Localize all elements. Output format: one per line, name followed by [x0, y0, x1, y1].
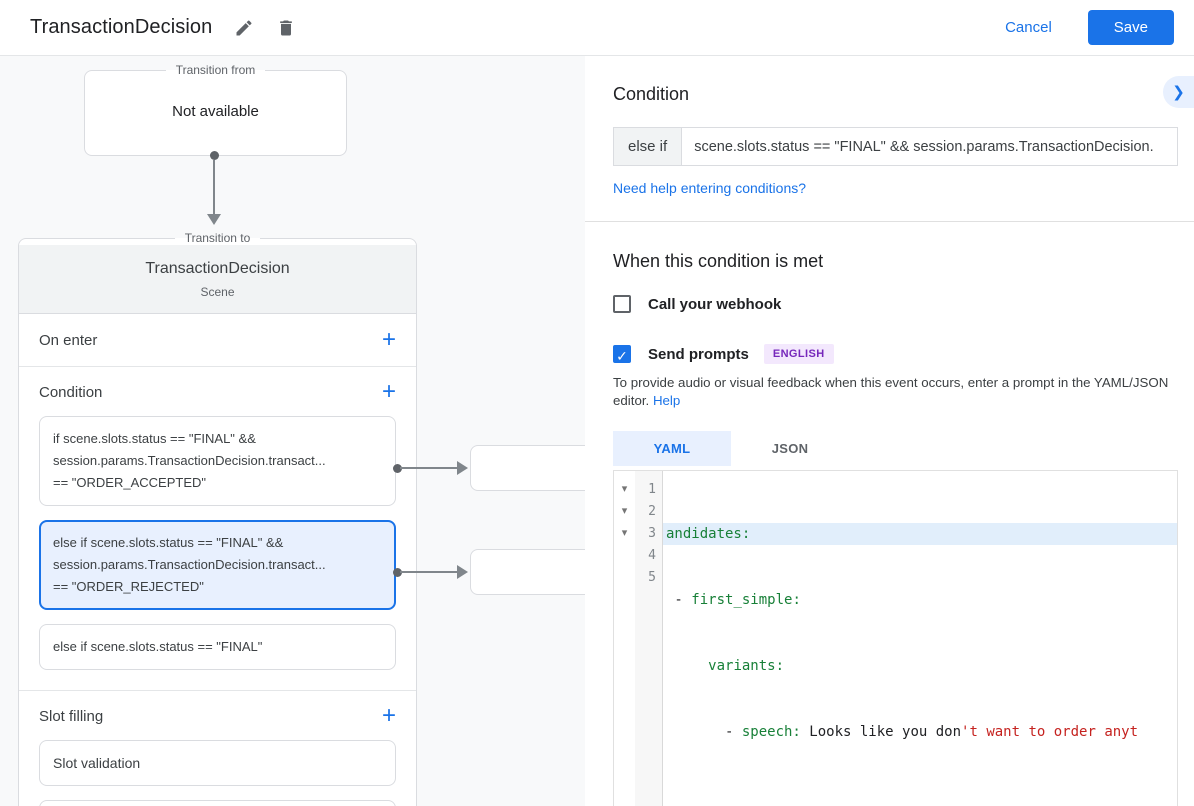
- line-number: 2: [648, 504, 656, 519]
- code-line: - speech: Looks like you don't want to o…: [666, 724, 1139, 740]
- condition-detail-panel: Condition ❯ else if Need help entering c…: [585, 56, 1194, 806]
- call-webhook-checkbox[interactable]: [613, 295, 631, 313]
- condition-section-label: Condition: [39, 383, 103, 401]
- condition-help-link[interactable]: Need help entering conditions?: [613, 180, 807, 196]
- add-on-enter-icon[interactable]: +: [381, 326, 396, 353]
- yaml-code-editor: ▾ ▾ ▾ 1 2 3 4 5 andidates: - first_simpl…: [613, 470, 1178, 806]
- panel-divider: [585, 221, 1194, 222]
- condition-card-accepted[interactable]: if scene.slots.status == "FINAL" && sess…: [39, 416, 396, 506]
- transition-from-legend: Transition from: [175, 63, 256, 77]
- prompts-row: ✓ Send prompts ENGLISH: [613, 344, 834, 364]
- connector-arrowhead: [207, 214, 221, 225]
- condition-out-dot: [393, 568, 402, 577]
- tab-yaml[interactable]: YAML: [613, 431, 731, 466]
- condition-line: else if scene.slots.status == "FINAL": [53, 639, 263, 654]
- line-number: 5: [648, 570, 656, 585]
- language-badge: ENGLISH: [763, 344, 834, 364]
- scene-name: TransactionDecision: [145, 260, 290, 277]
- on-enter-label: On enter: [39, 331, 98, 349]
- scene-header: TransactionDecision Scene: [19, 245, 416, 314]
- condition-card-rejected-selected[interactable]: else if scene.slots.status == "FINAL" &&…: [39, 520, 396, 610]
- send-prompts-label: Send prompts: [648, 345, 749, 363]
- line-number-gutter: 1 2 3 4 5: [635, 471, 663, 806]
- transition-to-legend: Transition to: [184, 231, 251, 245]
- connector-dot: [210, 151, 219, 160]
- condition-expression-input[interactable]: [682, 127, 1178, 166]
- transition-target-box[interactable]: [470, 445, 585, 491]
- condition-line: else if scene.slots.status == "FINAL" &&: [53, 535, 284, 550]
- on-enter-section: On enter +: [19, 314, 416, 367]
- line-number: 4: [648, 548, 656, 563]
- condition-line: == "ORDER_ACCEPTED": [53, 475, 206, 490]
- add-slot-icon[interactable]: +: [381, 702, 396, 729]
- prompt-description: To provide audio or visual feedback when…: [613, 374, 1173, 409]
- condition-line: session.params.TransactionDecision.trans…: [53, 453, 326, 468]
- transition-from-box: Transition from Not available: [84, 63, 347, 156]
- tab-json[interactable]: JSON: [771, 441, 809, 456]
- condition-card-final[interactable]: else if scene.slots.status == "FINAL": [39, 624, 396, 670]
- prompt-help-link[interactable]: Help: [652, 392, 681, 408]
- condition-expression-row: else if: [613, 127, 1178, 166]
- when-condition-met-title: When this condition is met: [613, 251, 824, 271]
- transition-arrowhead: [457, 461, 468, 475]
- fold-arrow-icon[interactable]: ▾: [621, 505, 628, 517]
- connector-line: [213, 160, 215, 215]
- condition-line: session.params.TransactionDecision.trans…: [53, 557, 326, 572]
- transition-to-box: Transition to TransactionDecision Scene …: [18, 231, 417, 806]
- transition-arrowhead: [457, 565, 468, 579]
- code-line: [663, 787, 1177, 806]
- panel-title: Condition: [613, 84, 690, 104]
- transition-from-value: Not available: [172, 103, 259, 120]
- cancel-button[interactable]: Cancel: [1005, 19, 1052, 36]
- transition-arrow: [400, 571, 458, 573]
- slot-validation-card[interactable]: Slot validation: [39, 740, 396, 786]
- chevron-right-icon: ❯: [1172, 84, 1185, 101]
- save-button[interactable]: Save: [1087, 10, 1174, 45]
- condition-line: == "ORDER_REJECTED": [53, 579, 204, 594]
- editor-tabs: YAML JSON: [613, 431, 849, 466]
- condition-out-dot: [393, 464, 402, 473]
- code-line-active: andidates:: [663, 523, 1177, 545]
- slot-filling-label: Slot filling: [39, 707, 104, 725]
- transition-target-box[interactable]: [470, 549, 585, 595]
- line-number: 1: [648, 482, 656, 497]
- delete-trash-icon[interactable]: [276, 18, 296, 38]
- send-prompts-checkbox[interactable]: ✓: [613, 345, 631, 364]
- slot-filling-section: Slot filling + Slot validation: [19, 691, 416, 806]
- scene-type-label: Scene: [200, 285, 235, 299]
- prompt-description-text: To provide audio or visual feedback when…: [613, 375, 1169, 408]
- code-line: variants:: [708, 658, 785, 674]
- code-line: - first_simple:: [666, 592, 801, 608]
- app-header: TransactionDecision Cancel Save: [0, 0, 1194, 56]
- page-title: TransactionDecision: [30, 16, 213, 38]
- scene-flow-canvas: Transition from Not available Transition…: [0, 56, 585, 806]
- condition-prefix-label: else if: [613, 127, 683, 166]
- condition-line: if scene.slots.status == "FINAL" &&: [53, 431, 256, 446]
- check-icon: ✓: [616, 348, 628, 364]
- webhook-row: Call your webhook: [613, 295, 781, 313]
- condition-section: Condition + if scene.slots.status == "FI…: [19, 367, 416, 691]
- transition-arrow: [400, 467, 458, 469]
- fold-arrow-icon[interactable]: ▾: [621, 483, 628, 495]
- call-webhook-label: Call your webhook: [648, 295, 782, 313]
- edit-pencil-icon[interactable]: [234, 18, 254, 38]
- collapse-panel-button[interactable]: ❯: [1163, 76, 1194, 108]
- slot-card-partial[interactable]: [39, 800, 396, 806]
- fold-gutter: ▾ ▾ ▾: [614, 471, 635, 806]
- line-number: 3: [648, 526, 656, 541]
- fold-arrow-icon[interactable]: ▾: [621, 527, 628, 539]
- add-condition-icon[interactable]: +: [381, 378, 396, 405]
- code-area[interactable]: andidates: - first_simple: variants: - s…: [663, 471, 1177, 806]
